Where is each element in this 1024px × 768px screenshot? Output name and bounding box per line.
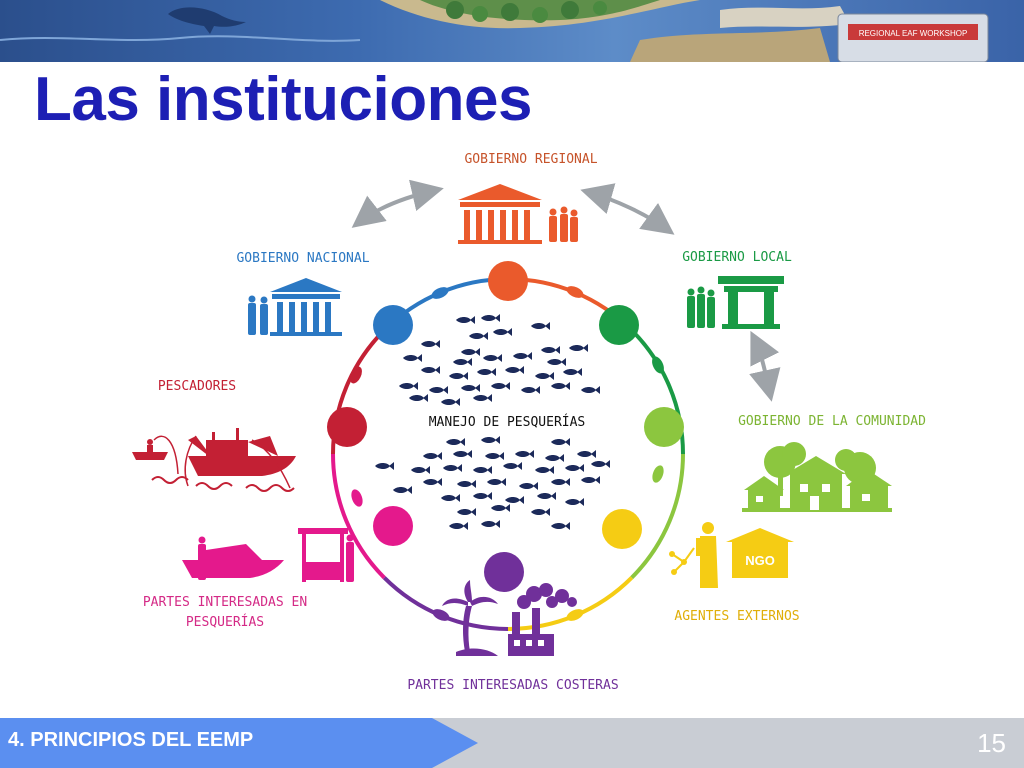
label-gobierno-regional: GOBIERNO REGIONAL: [464, 152, 597, 167]
waves-icon: [151, 476, 295, 492]
label-gobierno-local: GOBIERNO LOCAL: [682, 250, 792, 265]
institutions-diagram: MANEJO DE PESQUERÍAS GOBIERNO REGIONAL G…: [132, 152, 926, 693]
footer-section-title: 4. PRINCIPIOS DEL EEMP: [8, 729, 254, 751]
node-pesquerias: [373, 506, 413, 546]
ngo-badge-text: NGO: [745, 553, 775, 568]
node-costeras: [484, 552, 524, 592]
label-agentes-externos: AGENTES EXTERNOS: [674, 609, 799, 624]
node-comunidad: [644, 407, 684, 447]
network-icon: [669, 547, 695, 575]
node-local: [599, 305, 639, 345]
building-icon: [837, 13, 989, 62]
node-regional: [488, 261, 528, 301]
header-banner-illustration: REGIONAL EAF WORKSHOP: [0, 0, 1024, 62]
institutions-ring: [327, 261, 685, 631]
node-pescadores: [327, 407, 367, 447]
ngo-house-icon: [726, 528, 794, 578]
local-people-icon: [687, 286, 715, 328]
regional-government-building-icon: [458, 184, 542, 244]
yacht-icon: [182, 536, 284, 580]
footer-section-tab: [0, 718, 478, 768]
label-gobierno-nacional: GOBIERNO NACIONAL: [236, 251, 369, 266]
label-pescadores: PESCADORES: [158, 379, 236, 394]
arrow-regional-local: [580, 183, 675, 235]
label-partes-pesquerias-1: PARTES INTERESADAS EN: [143, 595, 307, 610]
label-partes-pesquerias-2: PESQUERÍAS: [186, 614, 264, 630]
arrow-local-comunidad: [749, 330, 781, 402]
arrow-nacional-regional: [351, 179, 444, 228]
dolphin-icon: [168, 7, 246, 34]
fishing-line-icon: [153, 435, 291, 489]
label-partes-costeras: PARTES INTERESADAS COSTERAS: [407, 678, 618, 693]
local-government-building-icon: [718, 276, 784, 329]
label-gobierno-comunidad: GOBIERNO DE LA COMUNIDAD: [738, 414, 926, 429]
national-people-icon: [248, 295, 268, 335]
page-title: Las instituciones: [34, 65, 532, 134]
center-label: MANEJO DE PESQUERÍAS: [429, 414, 586, 430]
page-number: 15: [977, 728, 1006, 758]
palm-tree-icon: [442, 580, 498, 656]
node-externos: [602, 509, 642, 549]
fishermen-boat-icon: [132, 428, 296, 476]
external-agent-person-icon: [696, 522, 718, 588]
node-nacional: [373, 305, 413, 345]
banner-sign-text: REGIONAL EAF WORKSHOP: [859, 29, 968, 38]
market-stall-icon: [298, 528, 354, 582]
footer-bar: 4. PRINCIPIOS DEL EEMP 15: [0, 718, 1024, 768]
national-government-building-icon: [270, 278, 342, 336]
regional-people-icon: [549, 206, 578, 242]
